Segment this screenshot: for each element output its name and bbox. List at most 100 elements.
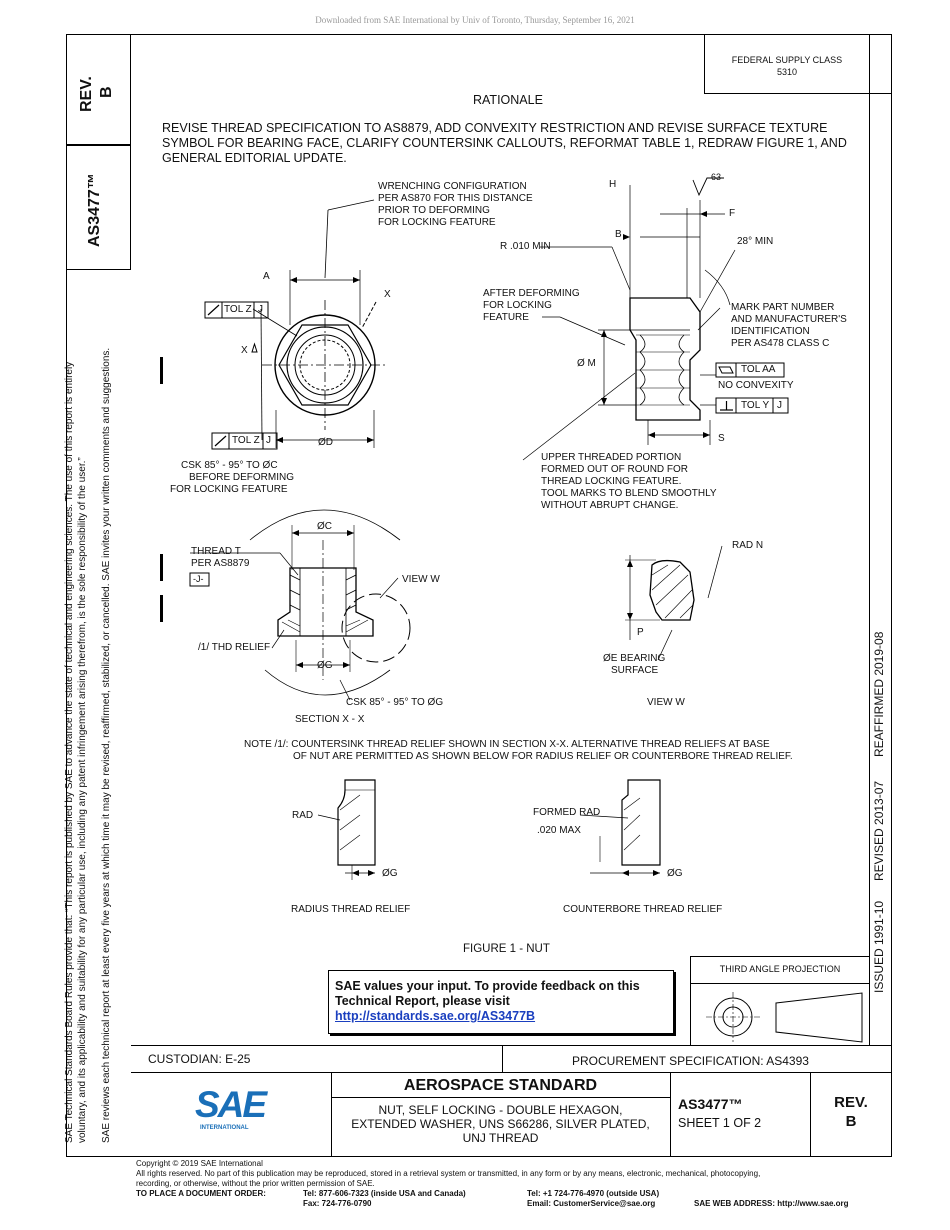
tol-z-lower: TOL Z	[232, 435, 260, 446]
procurement: PROCUREMENT SPECIFICATION: AS4393	[572, 1054, 809, 1068]
label-csk-lower: CSK 85° - 95° TO ØG	[346, 697, 444, 708]
label-dia-g-radius: ØG	[382, 868, 398, 879]
third-angle-label: THIRD ANGLE PROJECTION	[719, 964, 841, 974]
change-bar-2	[160, 554, 163, 581]
label-after-2: FOR LOCKING	[483, 300, 552, 311]
footer-order-label: TO PLACE A DOCUMENT ORDER:	[136, 1189, 266, 1198]
roughness-63: 63	[711, 172, 722, 182]
rationale-line-2: SYMBOL FOR BEARING FACE, CLARIFY COUNTER…	[162, 136, 847, 150]
note-line-1: NOTE /1/: COUNTERSINK THREAD RELIEF SHOW…	[244, 739, 770, 750]
label-per-as8879: PER AS8879	[191, 558, 250, 569]
label-after-1: AFTER DEFORMING	[483, 288, 580, 299]
title-rev-value: B	[845, 1113, 857, 1130]
label-p-letter: P	[637, 627, 644, 638]
label-b: B	[615, 229, 622, 240]
footer-copyright: Copyright © 2019 SAE International	[136, 1159, 263, 1168]
feedback-link[interactable]: http://standards.sae.org/AS3477B	[335, 1009, 536, 1023]
third-angle-divider	[690, 983, 870, 984]
label-mark-1: MARK PART NUMBER	[731, 302, 835, 313]
rationale-line-1: REVISE THREAD SPECIFICATION TO AS8879, A…	[162, 121, 828, 135]
label-28deg: 28° MIN	[737, 236, 774, 247]
label-dia-m: Ø M	[577, 358, 596, 369]
label-x-left: X	[241, 345, 248, 356]
label-mark-4: PER AS478 CLASS C	[731, 338, 830, 349]
title-desc-2: EXTENDED WASHER, UNS S66286, SILVER PLAT…	[351, 1117, 650, 1131]
aerospace-standard: AEROSPACE STANDARD	[403, 1077, 598, 1094]
label-dia-d: ØD	[318, 437, 333, 448]
label-wrenching-2: PER AS870 FOR THIS DISTANCE	[378, 193, 533, 204]
label-view-w: VIEW W	[647, 697, 685, 708]
title-rev-divider	[810, 1072, 812, 1157]
sae-logo-text: SAE	[195, 1084, 267, 1125]
label-dia-g-counterbore: ØG	[667, 868, 683, 879]
label-mark-2: AND MANUFACTURER'S	[731, 314, 847, 325]
change-bar-1	[160, 357, 163, 384]
csk-upper-3: FOR LOCKING FEATURE	[170, 484, 288, 495]
label-a: A	[263, 271, 270, 282]
rationale-heading: RATIONALE	[473, 93, 543, 107]
datum-j-box: -J-	[193, 574, 204, 584]
sae-logo-sub: INTERNATIONAL	[200, 1125, 249, 1131]
label-section: SECTION X - X	[295, 714, 365, 725]
footer-tel-usa: Tel: 877-606-7323 (inside USA and Canada…	[303, 1189, 466, 1198]
label-mark-3: IDENTIFICATION	[731, 326, 810, 337]
label-upper-4: TOOL MARKS TO BLEND SMOOTHLY	[541, 488, 717, 499]
title-custodian-line	[131, 1072, 892, 1074]
tol-z-upper: TOL Z	[224, 304, 252, 315]
no-convexity: NO CONVEXITY	[718, 380, 794, 391]
title-logo-divider	[331, 1072, 333, 1157]
title-rev-label: REV.	[834, 1094, 868, 1111]
footer-fax: Fax: 724-776-0790	[303, 1199, 372, 1208]
label-after-3: FEATURE	[483, 312, 529, 323]
title-desc-3: UNJ THREAD	[462, 1131, 539, 1145]
title-sheet: SHEET 1 OF 2	[678, 1116, 762, 1130]
label-upper-2: FORMED OUT OF ROUND FOR	[541, 464, 689, 475]
datum-j-upper: J	[258, 304, 263, 315]
footer-web[interactable]: SAE WEB ADDRESS: http://www.sae.org	[694, 1199, 849, 1208]
label-f: F	[729, 208, 736, 219]
label-view-w-callout: VIEW W	[402, 574, 440, 585]
label-rad: RAD	[292, 810, 314, 821]
label-wrenching-4: FOR LOCKING FEATURE	[378, 217, 496, 228]
title-desc-1: NUT, SELF LOCKING - DOUBLE HEXAGON,	[378, 1103, 623, 1117]
footer-rights-1: All rights reserved. No part of this pub…	[136, 1169, 761, 1178]
sae-logo: SAE INTERNATIONAL	[195, 1085, 275, 1135]
right-strip-line	[869, 34, 871, 1045]
drawing-sheet	[66, 34, 892, 1157]
label-thread-t: THREAD T	[191, 546, 241, 557]
label-x-upper: X	[384, 289, 391, 300]
label-r010: R .010 MIN	[500, 241, 551, 252]
title-custodian-divider	[502, 1045, 504, 1072]
federal-supply-label: FEDERAL SUPPLY CLASS	[731, 55, 843, 65]
label-dia-g: ØG	[317, 660, 333, 671]
footer-rights-2: recording, or otherwise, without the pri…	[136, 1179, 375, 1188]
label-s: S	[718, 433, 725, 444]
label-radius-relief: RADIUS THREAD RELIEF	[291, 904, 411, 915]
label-dia-c: ØC	[317, 521, 332, 532]
label-wrenching-1: WRENCHING CONFIGURATION	[378, 181, 527, 192]
label-wrenching-3: PRIOR TO DEFORMING	[378, 205, 490, 216]
note-line-2: OF NUT ARE PERMITTED AS SHOWN BELOW FOR …	[293, 751, 793, 762]
label-upper-5: WITHOUT ABRUPT CHANGE.	[541, 500, 679, 511]
rationale-line-3: GENERAL EDITORIAL UPDATE.	[162, 151, 347, 165]
feedback-line-1: SAE values your input. To provide feedba…	[335, 979, 640, 993]
download-banner: Downloaded from SAE International by Uni…	[315, 15, 635, 25]
label-h: H	[609, 179, 617, 190]
label-counterbore-relief: COUNTERBORE THREAD RELIEF	[563, 904, 723, 915]
label-bearing-1: ØE BEARING	[603, 653, 666, 664]
tol-aa: TOL AA	[741, 364, 776, 375]
feedback-box	[328, 970, 674, 1034]
federal-supply-box	[704, 34, 892, 94]
figure-caption: FIGURE 1 - NUT	[463, 943, 550, 955]
federal-supply-value: 5310	[776, 67, 798, 77]
label-upper-1: UPPER THREADED PORTION	[541, 452, 682, 463]
title-standard-line	[331, 1097, 670, 1099]
footer-tel-outside: Tel: +1 724-776-4970 (outside USA)	[527, 1189, 660, 1198]
change-bar-3	[160, 595, 163, 622]
csk-upper-1: CSK 85° - 95° TO ØC	[181, 460, 278, 471]
footer-email[interactable]: Email: CustomerService@sae.org	[527, 1199, 656, 1208]
label-upper-3: THREAD LOCKING FEATURE.	[541, 476, 682, 487]
title-top-line	[131, 1045, 892, 1047]
label-020-max: .020 MAX	[537, 825, 581, 836]
